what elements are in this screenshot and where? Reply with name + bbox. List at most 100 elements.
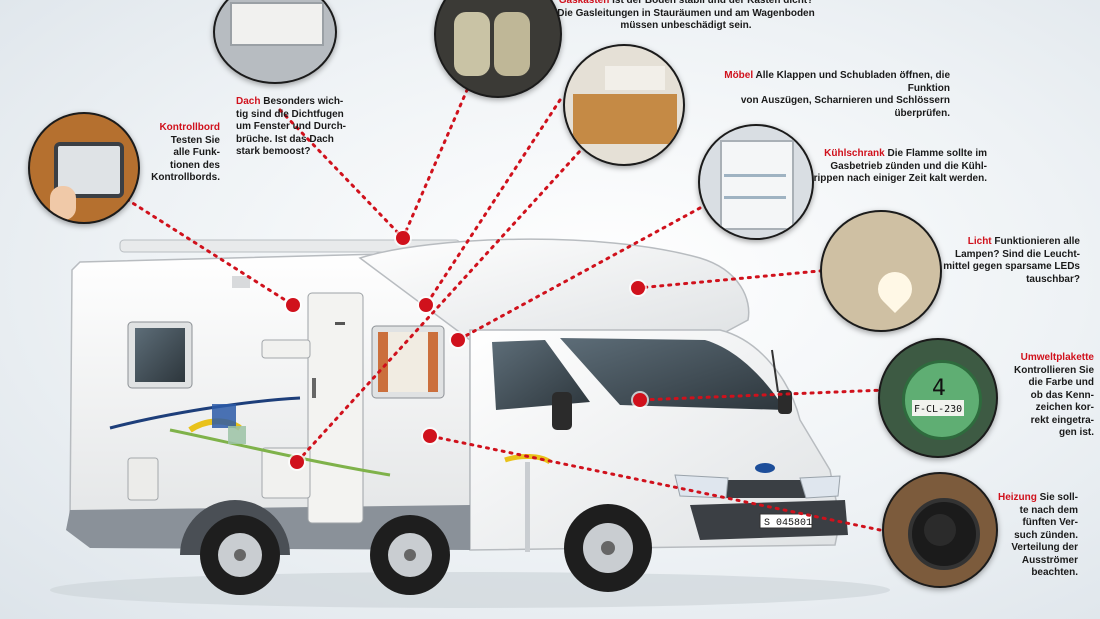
- callout-line: zeichen kor-: [1035, 402, 1094, 413]
- callout-row: rekt eingetra-: [996, 415, 1094, 428]
- marker-licht: [631, 281, 645, 295]
- callout-row: zeichen kor-: [996, 402, 1094, 415]
- callout-line: Besonders wich-: [263, 96, 344, 107]
- callout-row: fünften Ver-: [996, 517, 1078, 530]
- callout-row: müssen unbeschädigt sein.: [556, 20, 816, 33]
- callout-row: mittel gegen sparsame LEDs: [942, 261, 1080, 274]
- callout-line: Kontrollieren Sie: [1013, 364, 1094, 376]
- callout-line: Die Flamme sollte im: [887, 148, 987, 159]
- callout-line: müssen unbeschädigt sein.: [620, 20, 752, 31]
- callout-row: Dach Besonders wich-: [236, 96, 346, 109]
- dach-photo: [213, 0, 337, 84]
- callout-line: ob das Kenn-: [1030, 389, 1094, 401]
- callout-row: tionen des: [148, 160, 220, 173]
- callout-line: Kontrollbords.: [151, 172, 220, 183]
- callout-line: brüche. Ist das Dach: [236, 133, 334, 145]
- callout-line: rekt eingetra-: [1030, 414, 1094, 426]
- marker-umweltplakette: [633, 393, 647, 407]
- marker-dach: [396, 231, 410, 245]
- callout-row: Heizung Sie soll-: [996, 492, 1078, 505]
- callout-row: ob das Kenn-: [996, 390, 1094, 403]
- callout-line: tionen des: [169, 159, 220, 171]
- marker-kontrollbord: [286, 298, 300, 312]
- callout-line: such zünden.: [1014, 529, 1078, 541]
- callout-line: alle Funk-: [173, 147, 220, 158]
- callout-line: von Auszügen, Scharnieren und Schlössern…: [740, 95, 950, 119]
- callout-line: Funktionieren alle: [994, 236, 1080, 247]
- callout-keyword: Heizung: [997, 492, 1037, 503]
- kontrollbord-photo: [28, 112, 140, 224]
- callout-keyword: Umweltplakette: [1020, 352, 1094, 363]
- callout-line: stark bemoost?: [236, 146, 311, 157]
- callout-row: Kontrollbords.: [148, 172, 220, 185]
- license-plate: S 045801: [764, 518, 812, 529]
- marker-gaskasten: [290, 455, 304, 469]
- callout-line: Ist der Boden stabil und der Kasten dich…: [612, 0, 814, 6]
- callout-row: alle Funk-: [148, 147, 220, 160]
- kuehlschrank-photo: [698, 124, 814, 240]
- callout-keyword: Licht: [967, 236, 992, 247]
- callout-line: te nach dem: [1019, 504, 1078, 516]
- callout-keyword: Gaskasten: [558, 0, 610, 6]
- callout-row: Möbel Alle Klappen und Schubladen öffnen…: [688, 70, 950, 95]
- callout-row: von Auszügen, Scharnieren und Schlössern…: [688, 95, 950, 120]
- callout-line: Die Gasleitungen in Stauräumen und am Wa…: [557, 7, 815, 19]
- callout-line: Ausströmer: [1021, 554, 1078, 566]
- moebel-photo: [563, 44, 685, 166]
- marker-kuehlschrank: [451, 333, 465, 347]
- callout-keyword: Möbel: [724, 70, 754, 81]
- umweltplakette-photo: 4 F-CL-230: [878, 338, 998, 458]
- callout-row: tig sind die Dichtfugen: [236, 109, 346, 122]
- callout-row: die Farbe und: [996, 377, 1094, 390]
- callout-line: gen ist.: [1058, 427, 1094, 438]
- callout-line: rippen nach einiger Zeit kalt werden.: [813, 173, 987, 184]
- callout-keyword: Kontrollbord: [159, 122, 220, 133]
- callout-row: Gasbetrieb zünden und die Kühl-: [812, 161, 987, 174]
- callout-line: um Fenster und Durch-: [236, 121, 347, 132]
- callout-row: Licht Funktionieren alle: [942, 236, 1080, 249]
- callout-line: Testen Sie: [170, 134, 220, 146]
- callout-line: tauschbar?: [1026, 273, 1080, 285]
- licht-photo: [820, 210, 942, 332]
- callout-row: Verteilung der: [996, 542, 1078, 555]
- callout-row: Lampen? Sind die Leucht-: [942, 249, 1080, 262]
- callout-row: Kühlschrank Die Flamme sollte im: [812, 148, 987, 161]
- callout-row: Die Gasleitungen in Stauräumen und am Wa…: [556, 8, 816, 21]
- callout-gaskasten: Gaskasten Ist der Boden stabil und der K…: [556, 0, 816, 33]
- callout-row: brüche. Ist das Dach: [236, 134, 346, 147]
- callout-row: te nach dem: [996, 505, 1078, 518]
- callout-row: beachten.: [996, 567, 1078, 580]
- gaskasten-photo: [434, 0, 562, 98]
- callout-row: um Fenster und Durch-: [236, 121, 346, 134]
- marker-heizung: [423, 429, 437, 443]
- callout-line: Lampen? Sind die Leucht-: [954, 248, 1080, 260]
- callout-row: rippen nach einiger Zeit kalt werden.: [812, 173, 987, 186]
- sticker-plate: F-CL-230: [914, 404, 962, 415]
- callout-row: Ausströmer: [996, 555, 1078, 568]
- callout-row: gen ist.: [996, 427, 1094, 440]
- callout-line: fünften Ver-: [1022, 517, 1078, 528]
- callout-line: Sie soll-: [1039, 492, 1078, 503]
- callout-line: beachten.: [1031, 567, 1078, 578]
- callout-line: tig sind die Dichtfugen: [236, 108, 344, 120]
- callout-keyword: Kühlschrank: [824, 148, 885, 159]
- callout-line: Alle Klappen und Schubladen öffnen, die …: [755, 70, 950, 94]
- callout-row: Umweltplakette Kontrollieren Sie: [996, 352, 1094, 377]
- callout-row: stark bemoost?: [236, 146, 346, 159]
- callout-row: Kontrollbord Testen Sie: [148, 122, 220, 147]
- callout-dach: Dach Besonders wich-tig sind die Dichtfu…: [236, 96, 346, 159]
- heizung-photo: [882, 472, 998, 588]
- callout-keyword: Dach: [236, 96, 261, 107]
- callout-moebel: Möbel Alle Klappen und Schubladen öffnen…: [688, 70, 950, 120]
- callout-line: die Farbe und: [1028, 377, 1094, 388]
- callout-row: Gaskasten Ist der Boden stabil und der K…: [556, 0, 816, 8]
- callout-line: Verteilung der: [1011, 542, 1078, 553]
- marker-moebel: [419, 298, 433, 312]
- sticker-number: 4: [932, 376, 946, 401]
